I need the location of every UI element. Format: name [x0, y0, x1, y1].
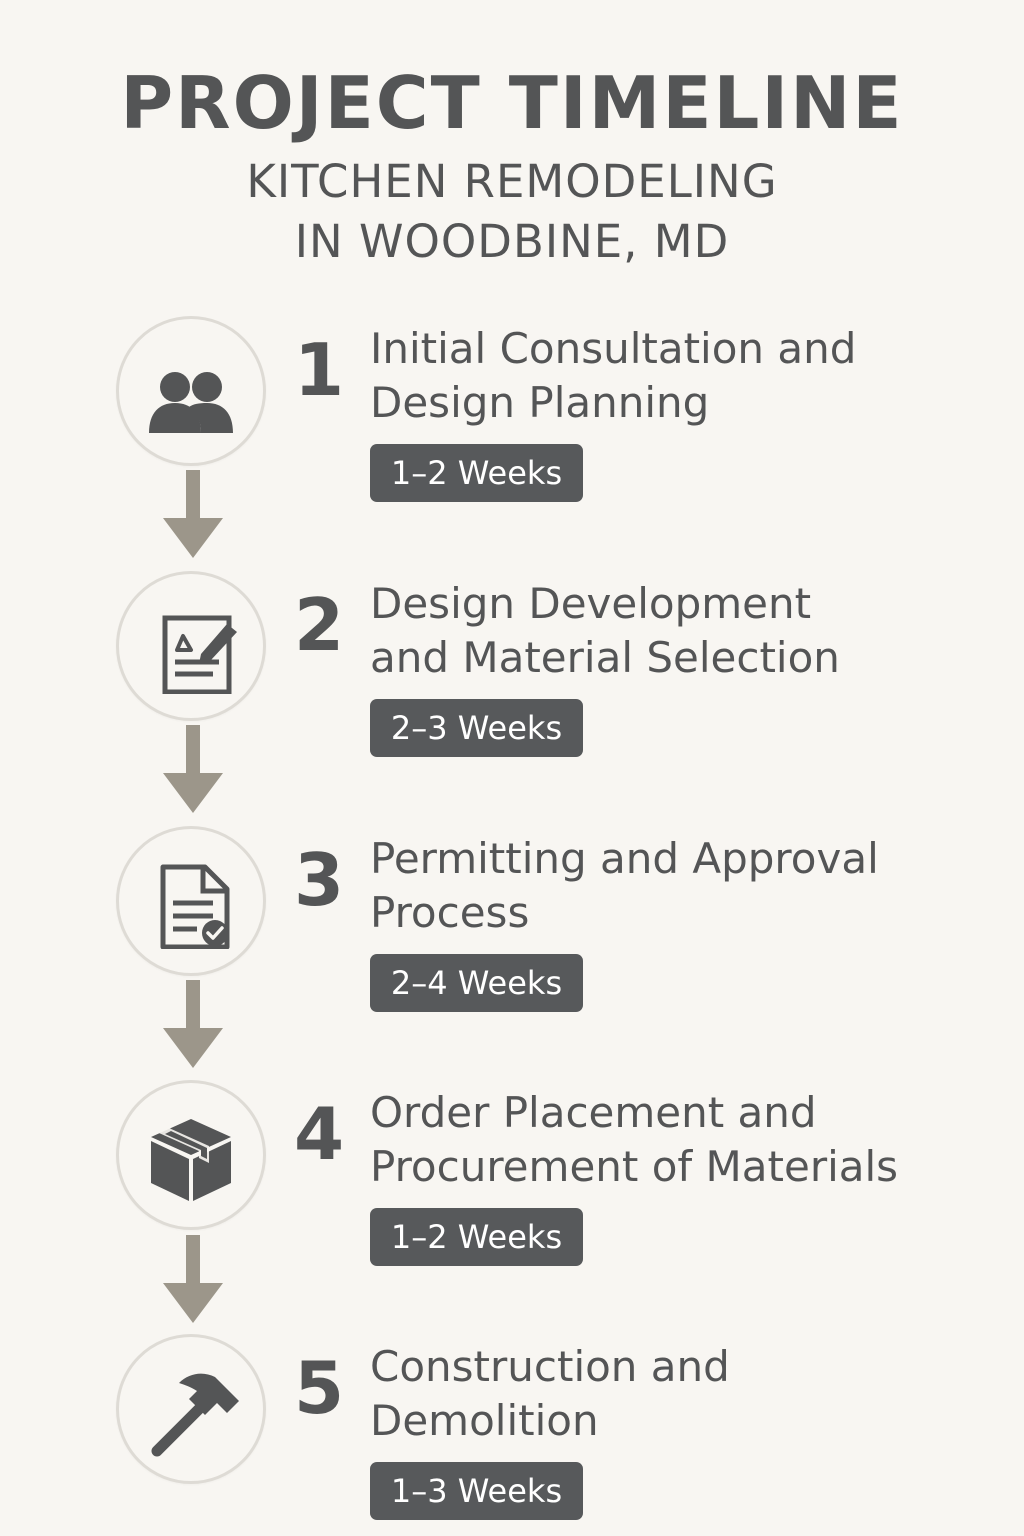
duration-badge: 1–3 Weeks — [370, 1462, 583, 1520]
step-label: Permitting and Approval Process — [370, 832, 1000, 940]
design-document-icon — [162, 615, 237, 694]
step-label-line-2: Process — [370, 888, 530, 937]
duration-badge: 1–2 Weeks — [370, 444, 583, 502]
step-3-icon-circle — [116, 826, 266, 976]
step-label: Initial Consultation and Design Planning — [370, 322, 1000, 430]
page-title: PROJECT TIMELINE — [120, 61, 904, 145]
subtitle-line-1: KITCHEN REMODELING — [246, 155, 778, 208]
step-label-line-1: Design Development — [370, 579, 812, 628]
people-icon — [149, 372, 233, 433]
duration-badge: 1–2 Weeks — [370, 1208, 583, 1266]
timeline-step-2: 2 Design Development and Material Select… — [0, 571, 1024, 771]
step-2-icon-circle — [116, 571, 266, 721]
subtitle-line-2: IN WOODBINE, MD — [294, 215, 730, 268]
step-label: Construction and Demolition — [370, 1340, 1000, 1448]
arrow-down-icon — [163, 470, 223, 558]
timeline-step-1: 1 Initial Consultation and Design Planni… — [0, 316, 1024, 516]
step-number: 4 — [294, 1092, 345, 1176]
timeline-step-4: 4 Order Placement and Procurement of Mat… — [0, 1080, 1024, 1280]
page-subtitle: KITCHEN REMODELING IN WOODBINE, MD — [0, 152, 1024, 272]
timeline-step-3: 3 Permitting and Approval Process 2–4 We… — [0, 826, 1024, 1026]
step-5-icon-circle — [116, 1334, 266, 1484]
step-number: 2 — [294, 583, 345, 667]
duration-badge: 2–4 Weeks — [370, 954, 583, 1012]
step-label-line-1: Order Placement and — [370, 1088, 817, 1137]
header: PROJECT TIMELINE KITCHEN REMODELING IN W… — [0, 58, 1024, 272]
package-icon — [150, 1119, 232, 1203]
approved-document-icon — [160, 864, 230, 949]
step-label-line-2: and Material Selection — [370, 633, 840, 682]
hammer-icon — [151, 1373, 239, 1457]
step-1-icon-circle — [116, 316, 266, 466]
step-label-line-1: Initial Consultation and — [370, 324, 857, 373]
arrow-down-icon — [163, 1235, 223, 1323]
step-label: Design Development and Material Selectio… — [370, 577, 1000, 685]
step-label-line-2: Demolition — [370, 1396, 599, 1445]
arrow-down-icon — [163, 980, 223, 1068]
step-label-line-1: Construction and — [370, 1342, 730, 1391]
step-label-line-2: Procurement of Materials — [370, 1142, 899, 1191]
step-4-icon-circle — [116, 1080, 266, 1230]
duration-badge: 2–3 Weeks — [370, 699, 583, 757]
arrow-down-icon — [163, 725, 223, 813]
step-label-line-1: Permitting and Approval — [370, 834, 879, 883]
timeline-step-5: 5 Construction and Demolition 1–3 Weeks — [0, 1334, 1024, 1534]
step-label-line-2: Design Planning — [370, 378, 710, 427]
step-number: 5 — [294, 1346, 345, 1430]
step-number: 1 — [294, 328, 345, 412]
step-number: 3 — [294, 838, 345, 922]
step-label: Order Placement and Procurement of Mater… — [370, 1086, 1000, 1194]
